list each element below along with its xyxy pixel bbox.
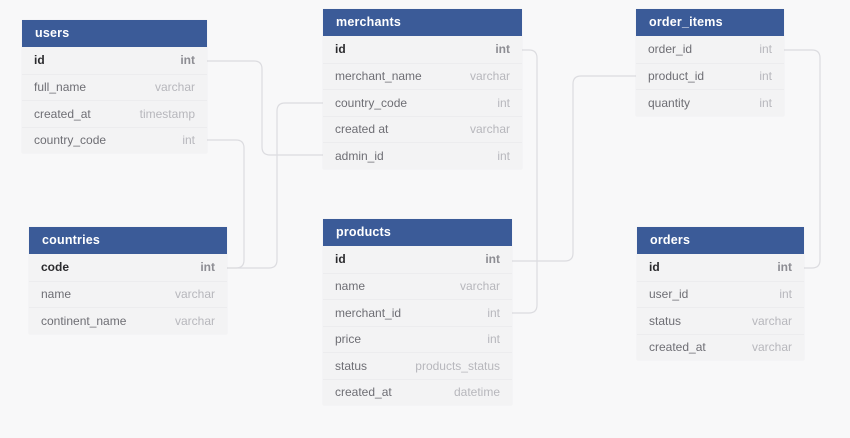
field-name: admin_id [335,148,384,163]
field-name: status [649,313,682,328]
table-orders-header[interactable]: orders [637,227,804,254]
table-orders[interactable]: orders id int user_id int status varchar… [637,227,804,360]
field-row-products-price[interactable]: price int [323,325,512,353]
field-type: int [200,260,215,275]
relation-merchants-id-products-merchant-id [512,49,538,314]
field-name: id [34,53,45,68]
field-type: int [777,260,792,275]
field-row-merchants-id[interactable]: id int [323,36,522,63]
table-merchants[interactable]: merchants id int merchant_name varchar c… [323,9,522,169]
field-name: order_id [648,42,693,57]
table-merchants-body: id int merchant_name varchar country_cod… [323,36,522,169]
field-name: status [335,358,368,373]
field-row-countries-name[interactable]: name varchar [29,280,227,308]
field-type: varchar [751,340,792,355]
field-row-order-items-order-id[interactable]: order_id int [636,36,784,63]
field-type: int [487,305,500,320]
field-row-countries-continent-name[interactable]: continent_name varchar [29,307,227,334]
table-countries-body: code int name varchar continent_name var… [29,254,227,334]
field-type: int [485,252,500,267]
table-products[interactable]: products id int name varchar merchant_id… [323,219,512,405]
field-type: varchar [469,69,510,84]
field-row-orders-id[interactable]: id int [637,254,804,281]
field-row-products-name[interactable]: name varchar [323,272,512,300]
field-name: merchant_name [335,69,422,84]
field-type: int [180,53,195,68]
field-row-users-full-name[interactable]: full_name varchar [22,73,207,101]
field-name: id [649,260,660,275]
field-type: int [495,42,510,57]
table-products-header[interactable]: products [323,219,512,246]
field-row-merchants-country-code[interactable]: country_code int [323,89,522,116]
field-type: varchar [459,279,500,294]
field-type: varchar [469,122,510,137]
field-name: id [335,42,346,57]
field-name: created_at [34,106,91,121]
table-merchants-header[interactable]: merchants [323,9,522,36]
field-row-orders-user-id[interactable]: user_id int [637,280,804,308]
field-name: user_id [649,287,689,302]
field-row-merchants-admin-id[interactable]: admin_id int [323,142,522,169]
table-users-body: id int full_name varchar created_at time… [22,47,207,153]
field-row-users-id[interactable]: id int [22,47,207,74]
field-name: quantity [648,95,691,110]
field-name: created at [335,122,389,137]
field-row-users-created-at[interactable]: created_at timestamp [22,100,207,127]
field-type: datetime [453,385,500,400]
field-name: created_at [649,340,706,355]
field-row-products-status[interactable]: status products_status [323,352,512,379]
relation-order-items-order-id-orders-id [784,49,821,269]
field-row-order-items-product-id[interactable]: product_id int [636,62,784,90]
table-orders-body: id int user_id int status varchar create… [637,254,804,360]
table-countries[interactable]: countries code int name varchar continen… [29,227,227,334]
table-order-items[interactable]: order_items order_id int product_id int … [636,9,784,116]
field-type: int [497,95,510,110]
table-order-items-header[interactable]: order_items [636,9,784,36]
field-name: name [41,287,72,302]
field-row-products-id[interactable]: id int [323,246,512,273]
field-type: int [779,287,792,302]
field-type: varchar [154,80,195,95]
field-row-countries-code[interactable]: code int [29,254,227,281]
field-row-order-items-quantity[interactable]: quantity int [636,89,784,116]
field-type: varchar [751,313,792,328]
field-row-orders-created-at[interactable]: created_at varchar [637,333,804,361]
field-row-orders-status[interactable]: status varchar [637,307,804,334]
table-order-items-body: order_id int product_id int quantity int [636,36,784,116]
field-type: int [182,133,195,148]
field-name: full_name [34,80,87,95]
field-row-products-created-at[interactable]: created_at datetime [323,378,512,406]
field-type: products_status [415,358,500,373]
field-name: country_code [335,95,408,110]
field-type: int [759,42,772,57]
field-row-merchants-merchant-name[interactable]: merchant_name varchar [323,62,522,90]
field-name: product_id [648,69,705,84]
table-users[interactable]: users id int full_name varchar created_a… [22,20,207,153]
field-name: country_code [34,133,107,148]
field-name: price [335,332,362,347]
field-name: created_at [335,385,392,400]
field-name: code [41,260,70,275]
field-name: id [335,252,346,267]
field-type: int [497,148,510,163]
field-name: continent_name [41,313,127,328]
field-row-products-merchant-id[interactable]: merchant_id int [323,299,512,326]
field-row-merchants-created-at[interactable]: created at varchar [323,115,522,143]
field-type: varchar [174,313,215,328]
relation-order-items-product-id-products-id [512,75,637,262]
field-type: int [759,95,772,110]
table-users-header[interactable]: users [22,20,207,47]
table-countries-header[interactable]: countries [29,227,227,254]
field-row-users-country-code[interactable]: country_code int [22,126,207,154]
field-type: int [759,69,772,84]
field-name: merchant_id [335,305,402,320]
field-type: timestamp [139,106,195,121]
relation-merchants-country-code-countries-code [227,102,323,269]
field-type: varchar [174,287,215,302]
relation-users-id-merchants-admin-id [207,60,323,156]
field-type: int [487,332,500,347]
field-name: name [335,279,366,294]
table-products-body: id int name varchar merchant_id int pric… [323,246,512,405]
